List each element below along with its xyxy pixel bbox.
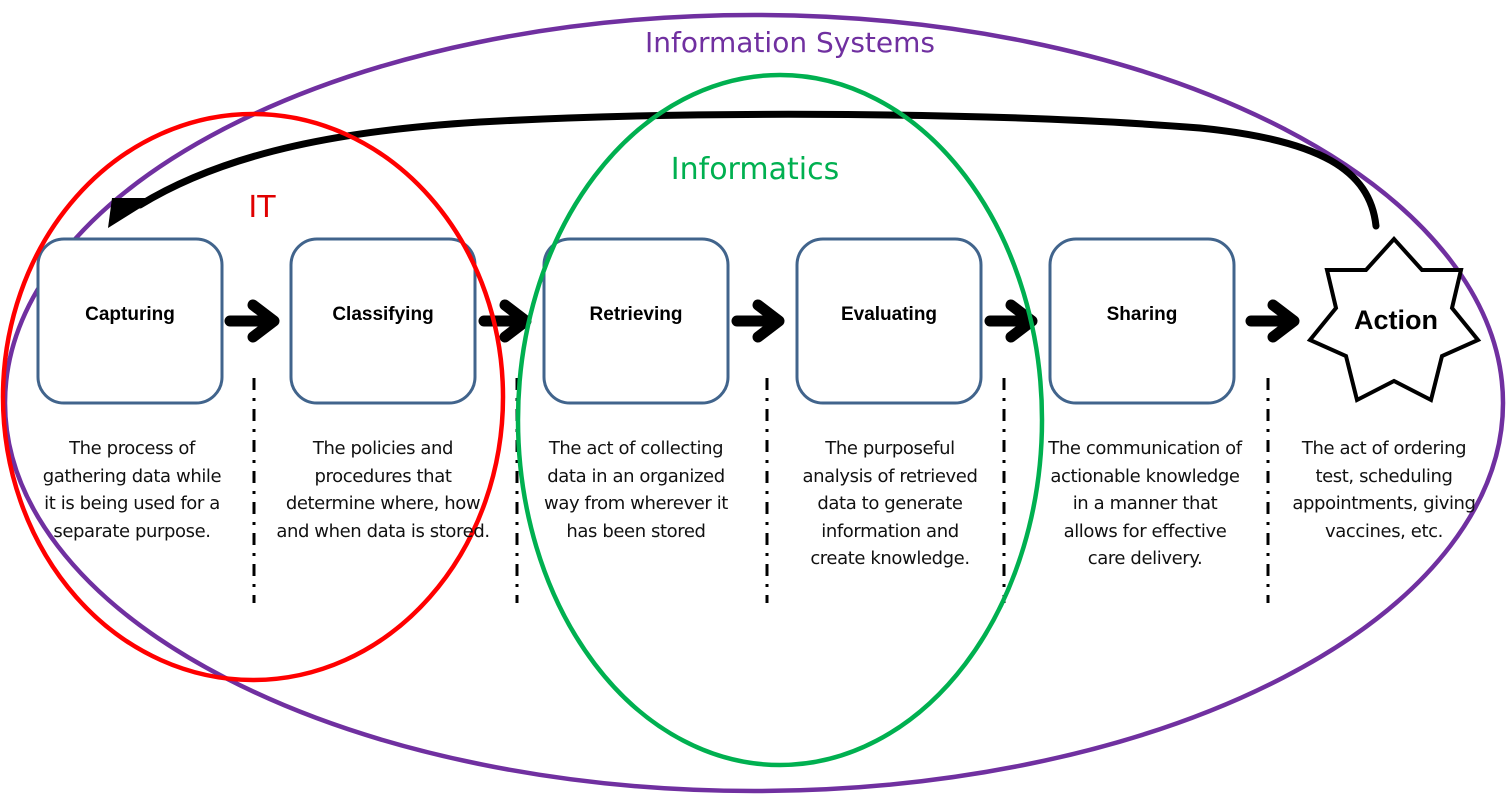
step-label-classifying: Classifying [332,304,434,325]
step-box-sharing [1048,237,1236,405]
it-label: IT [248,190,276,225]
flow-arrow-icon [731,299,785,343]
it-ellipse [0,111,506,683]
flow-arrows [224,299,1300,343]
flow-arrow-icon [224,299,280,343]
information-systems-ellipse [2,12,1506,794]
step-box-evaluating [795,237,983,405]
step-label-sharing: Sharing [1106,304,1178,325]
step-label-capturing: Capturing [85,304,175,325]
step-box-classifying [289,237,477,405]
step-label-retrieving: Retrieving [589,304,683,325]
step-description-sharing: The communication of actionable knowledg… [1048,438,1242,569]
step-description-evaluating: The purposeful analysis of retrieved dat… [802,438,978,569]
step-description-retrieving: The act of collecting data in an organiz… [544,438,728,542]
feedback-arrow-head-icon [108,198,156,228]
information-systems-label: Information Systems [645,26,935,59]
action-label: Action [1354,305,1438,335]
separators [252,378,1270,603]
flow-arrow-icon [1245,299,1300,343]
feedback-arrow-curve [136,110,1380,230]
flow-arrow-icon [478,299,532,343]
step-box-retrieving [542,237,730,405]
action-description: The act of ordering test, scheduling app… [1292,438,1476,542]
step-description-capturing: The process of gathering data while it i… [42,438,222,542]
flow-arrow-icon [984,299,1038,343]
informatics-label: Informatics [670,152,840,187]
informatics-ellipse [515,72,1045,768]
action-star-shape [1306,236,1482,403]
step-label-evaluating: Evaluating [840,304,938,325]
step-box-capturing [36,237,224,405]
step-description-classifying: The policies and procedures that determi… [276,438,490,542]
